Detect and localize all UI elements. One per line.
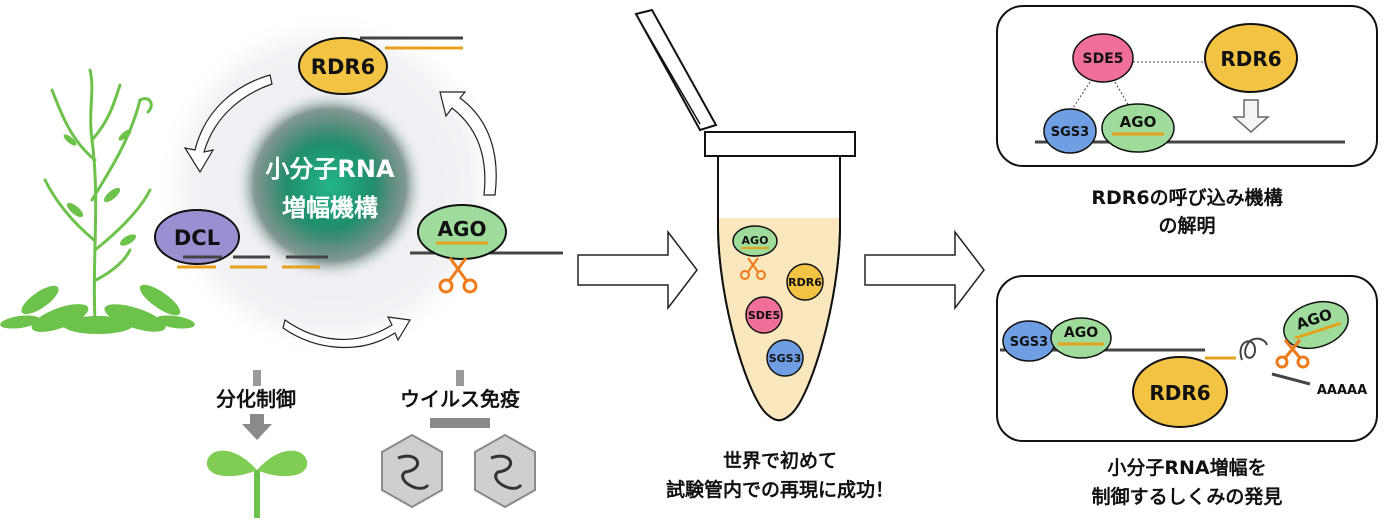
panel-top-caption-line1: RDR6の呼び込み機構 xyxy=(1091,186,1282,209)
tube-scissors-icon xyxy=(740,257,766,280)
panel-amplification-control: SGS3 AGO AAAAA AGO RDR6 xyxy=(996,275,1378,442)
svg-text:AGO: AGO xyxy=(1064,325,1098,341)
down-arrow-hollow xyxy=(1232,99,1270,134)
tube-sde5: SDE5 xyxy=(745,296,783,334)
dcl-label: DCL xyxy=(174,226,220,250)
cycle-arrow-rdr6-to-dcl xyxy=(183,74,273,174)
test-tube-illustration xyxy=(634,8,856,422)
panel-rdr6-recruitment: SDE5 SGS3 AGO RDR6 xyxy=(996,5,1378,167)
tube-ago: AGO xyxy=(732,225,778,280)
svg-text:AGO: AGO xyxy=(742,234,769,247)
svg-text:RDR6: RDR6 xyxy=(1220,47,1281,71)
rdr6-label: RDR6 xyxy=(311,55,375,79)
cycle-arrow-dcl-to-ago xyxy=(282,316,411,348)
tube-sgs3: SGS3 xyxy=(766,339,804,377)
center-label-line2: 増幅機構 xyxy=(282,194,378,222)
seedling-icon xyxy=(206,450,308,518)
panel-bottom-caption-line1: 小分子RNA増幅を xyxy=(1107,456,1266,479)
svg-text:SDE5: SDE5 xyxy=(1082,51,1123,67)
svg-text:SGS3: SGS3 xyxy=(769,352,802,365)
tube-caption-line2: 試験管内での再現に成功！ xyxy=(666,478,894,501)
svg-text:SDE5: SDE5 xyxy=(748,309,780,322)
virus-icon-2 xyxy=(474,433,536,509)
svg-text:RDR6: RDR6 xyxy=(788,276,822,289)
arabidopsis-plant-illustration xyxy=(0,68,195,334)
ago-label: AGO xyxy=(438,217,487,241)
center-glow xyxy=(235,90,425,280)
tube-rdr6: RDR6 xyxy=(786,263,824,301)
center-label-line1: 小分子RNA xyxy=(265,155,395,183)
panel-scissors-icon xyxy=(1275,339,1310,369)
panel-top-caption-line2: の解明 xyxy=(1158,214,1215,237)
cycle-arrow-ago-to-rdr6 xyxy=(439,91,497,196)
dcl-node: DCL xyxy=(154,209,328,269)
rdr6-node: RDR6 xyxy=(298,36,463,95)
rna-loop-icon xyxy=(1239,337,1268,361)
svg-text:AGO: AGO xyxy=(1120,113,1157,131)
function-virus-immunity: ウイルス免疫 xyxy=(400,387,520,411)
svg-text:SGS3: SGS3 xyxy=(1010,335,1048,350)
function-differentiation: 分化制御 xyxy=(216,387,296,411)
scissors-icon xyxy=(438,257,478,294)
flow-arrow-to-results xyxy=(864,229,985,311)
ago-node: AGO xyxy=(410,204,563,294)
svg-text:SGS3: SGS3 xyxy=(1051,125,1089,140)
polya-label: AAAAA xyxy=(1317,383,1367,398)
down-arrow-gray-2 xyxy=(430,370,490,428)
tube-caption-line1: 世界で初めて xyxy=(723,449,837,472)
panel-bottom-caption-line2: 制御するしくみの発見 xyxy=(1092,485,1283,508)
virus-icon-1 xyxy=(381,433,443,509)
cycle-arrows xyxy=(183,74,497,348)
down-arrow-gray-1 xyxy=(242,370,272,440)
svg-text:RDR6: RDR6 xyxy=(1149,381,1210,405)
flow-arrow-to-tube xyxy=(577,229,698,311)
